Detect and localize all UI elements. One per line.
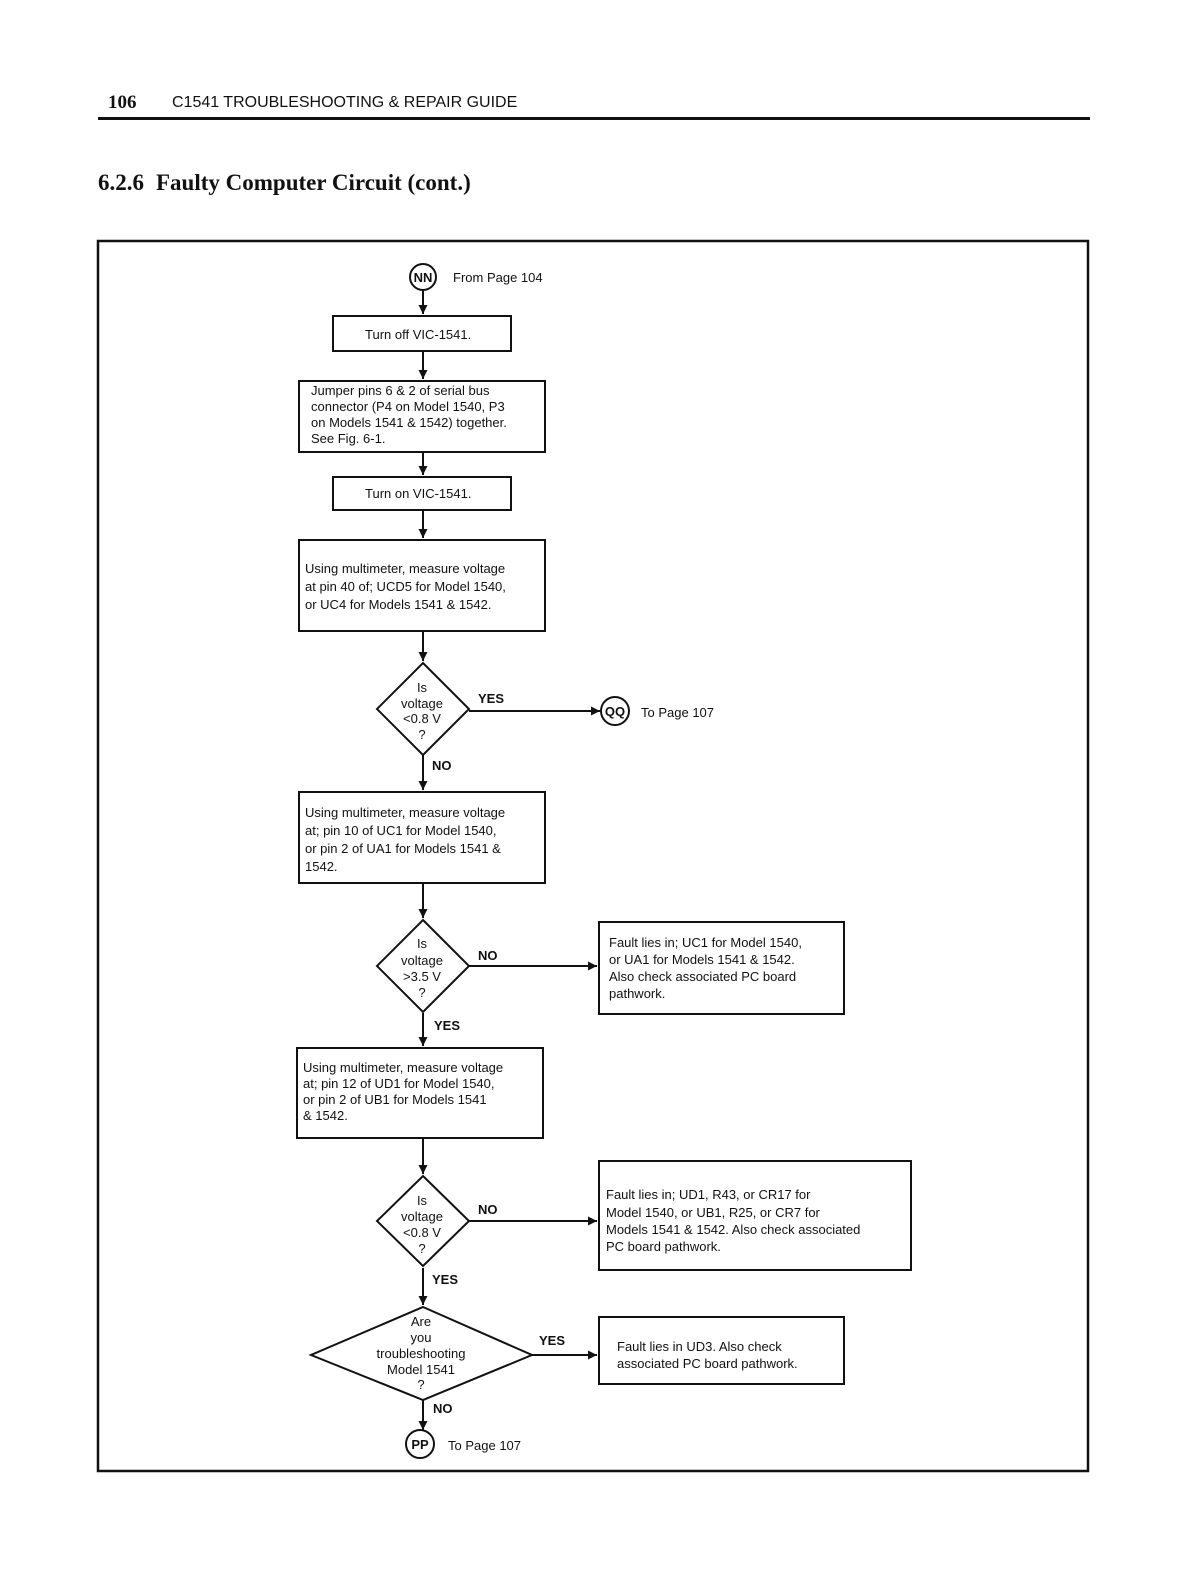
step-measure-pin12-line-2: at; pin 12 of UD1 for Model 1540, (303, 1076, 495, 1091)
decision-3-line-1: Is (417, 1193, 428, 1208)
decision-3-line-4: ? (418, 1241, 425, 1256)
step-measure-pin40-line-1: Using multimeter, measure voltage (305, 561, 505, 576)
fault-3-line-2: associated PC board pathwork. (617, 1356, 798, 1371)
decision-2-line-3: >3.5 V (403, 969, 441, 984)
connector-pp: PP To Page 107 (405, 1429, 521, 1459)
step-turn-on-box (332, 476, 512, 511)
connector-nn-text: From Page 104 (453, 270, 543, 285)
decision-4-line-2: you (411, 1330, 432, 1345)
fault-1-line-4: pathwork. (609, 986, 665, 1001)
section-title: Faulty Computer Circuit (cont.) (156, 170, 471, 195)
step-jumper-line-4: See Fig. 6-1. (311, 431, 385, 446)
page-number: 106 (108, 92, 137, 113)
decision-1-yes-label: YES (478, 691, 504, 706)
decision-3-diamond (375, 1174, 471, 1268)
decision-4: Are you troubleshooting Model 1541 ? YES… (308, 1305, 565, 1416)
fault-2: Fault lies in; UD1, R43, or CR17 for Mod… (598, 1160, 912, 1271)
fault-2-line-4: PC board pathwork. (606, 1239, 721, 1254)
header-rule (98, 117, 1090, 120)
fault-1-line-2: or UA1 for Models 1541 & 1542. (609, 952, 795, 967)
decision-2-line-2: voltage (401, 953, 443, 968)
decision-1-diamond (375, 661, 471, 757)
step-measure-pin12: Using multimeter, measure voltage at; pi… (296, 1047, 544, 1139)
connector-qq-label: QQ (605, 704, 625, 719)
decision-3-no-label: NO (478, 1202, 498, 1217)
decision-2-line-1: Is (417, 936, 428, 951)
flowchart-frame (96, 239, 1090, 1473)
connector-pp-text: To Page 107 (448, 1438, 521, 1453)
running-head: 106 C1541 TROUBLESHOOTING & REPAIR GUIDE (98, 92, 1090, 118)
step-jumper-line-2: connector (P4 on Model 1540, P3 (311, 399, 505, 414)
decision-3-yes-label: YES (432, 1272, 458, 1287)
connector-qq: QQ To Page 107 (600, 696, 714, 726)
connector-pp-label: PP (411, 1437, 429, 1452)
step-measure-pin10-box (298, 791, 546, 884)
decision-2-no-label: NO (478, 948, 498, 963)
decision-2-yes-label: YES (434, 1018, 460, 1033)
step-measure-pin10-line-1: Using multimeter, measure voltage (305, 805, 505, 820)
step-measure-pin40-line-3: or UC4 for Models 1541 & 1542. (305, 597, 491, 612)
decision-1-line-2: voltage (401, 696, 443, 711)
step-jumper: Jumper pins 6 & 2 of serial bus connecto… (298, 380, 546, 453)
fault-3-box (598, 1316, 845, 1385)
decision-3-line-2: voltage (401, 1209, 443, 1224)
fault-2-line-1: Fault lies in; UD1, R43, or CR17 for (606, 1187, 811, 1202)
flow-arrows (418, 290, 600, 1430)
step-turn-on: Turn on VIC-1541. (332, 476, 512, 511)
fault-3: Fault lies in UD3. Also check associated… (598, 1316, 845, 1385)
decision-4-line-4: Model 1541 (387, 1362, 455, 1377)
decision-3-line-3: <0.8 V (403, 1225, 441, 1240)
decision-1: Is voltage <0.8 V ? YES NO (375, 661, 504, 773)
decision-1-line-3: <0.8 V (403, 711, 441, 726)
fault-1-box (598, 921, 845, 1015)
decision-2-diamond (375, 918, 471, 1014)
section-heading: 6.2.6 Faulty Computer Circuit (cont.) (98, 170, 483, 196)
connector-qq-circle (600, 696, 630, 726)
step-measure-pin40-box (298, 539, 546, 632)
step-turn-off: Turn off VIC-1541. (332, 315, 512, 352)
decision-4-line-5: ? (417, 1377, 424, 1392)
fault-2-line-3: Models 1541 & 1542. Also check associate… (606, 1222, 860, 1237)
fault-1-line-1: Fault lies in; UC1 for Model 1540, (609, 935, 802, 950)
connector-pp-circle (405, 1429, 435, 1459)
step-measure-pin12-line-3: or pin 2 of UB1 for Models 1541 (303, 1092, 487, 1107)
step-measure-pin12-line-4: & 1542. (303, 1108, 348, 1123)
decision-4-yes-label: YES (539, 1333, 565, 1348)
connector-nn-label: NN (414, 270, 433, 285)
step-measure-pin10: Using multimeter, measure voltage at; pi… (298, 791, 546, 884)
step-jumper-box (298, 380, 546, 453)
decision-4-line-3: troubleshooting (377, 1346, 466, 1361)
decision-1-line-1: Is (417, 680, 428, 695)
fault-1-line-3: Also check associated PC board (609, 969, 796, 984)
section-number: 6.2.6 (98, 170, 144, 195)
decision-2: Is voltage >3.5 V ? NO YES (375, 918, 498, 1033)
fault-1: Fault lies in; UC1 for Model 1540, or UA… (598, 921, 845, 1015)
step-measure-pin10-line-4: 1542. (305, 859, 338, 874)
step-measure-pin12-box (296, 1047, 544, 1139)
step-turn-off-box (332, 315, 512, 352)
step-jumper-line-1: Jumper pins 6 & 2 of serial bus (311, 383, 490, 398)
decision-4-diamond (308, 1305, 535, 1402)
decision-4-no-label: NO (433, 1401, 453, 1416)
fault-2-box (598, 1160, 912, 1271)
step-measure-pin12-line-1: Using multimeter, measure voltage (303, 1060, 503, 1075)
connector-qq-text: To Page 107 (641, 705, 714, 720)
step-turn-off-line: Turn off VIC-1541. (365, 327, 471, 342)
decision-4-line-1: Are (411, 1314, 431, 1329)
step-measure-pin10-line-2: at; pin 10 of UC1 for Model 1540, (305, 823, 497, 838)
step-measure-pin10-line-3: or pin 2 of UA1 for Models 1541 & (305, 841, 501, 856)
decision-3: Is voltage <0.8 V ? NO YES (375, 1174, 498, 1287)
step-measure-pin40: Using multimeter, measure voltage at pin… (298, 539, 546, 632)
book-title: C1541 TROUBLESHOOTING & REPAIR GUIDE (172, 94, 518, 111)
step-turn-on-line: Turn on VIC-1541. (365, 486, 471, 501)
decision-1-no-label: NO (432, 758, 452, 773)
connector-nn: NN From Page 104 (409, 263, 543, 291)
step-jumper-line-3: on Models 1541 & 1542) together. (311, 415, 507, 430)
decision-1-line-4: ? (418, 727, 425, 742)
fault-3-line-1: Fault lies in UD3. Also check (617, 1339, 782, 1354)
decision-2-line-4: ? (418, 985, 425, 1000)
step-measure-pin40-line-2: at pin 40 of; UCD5 for Model 1540, (305, 579, 506, 594)
fault-2-line-2: Model 1540, or UB1, R25, or CR7 for (606, 1205, 821, 1220)
